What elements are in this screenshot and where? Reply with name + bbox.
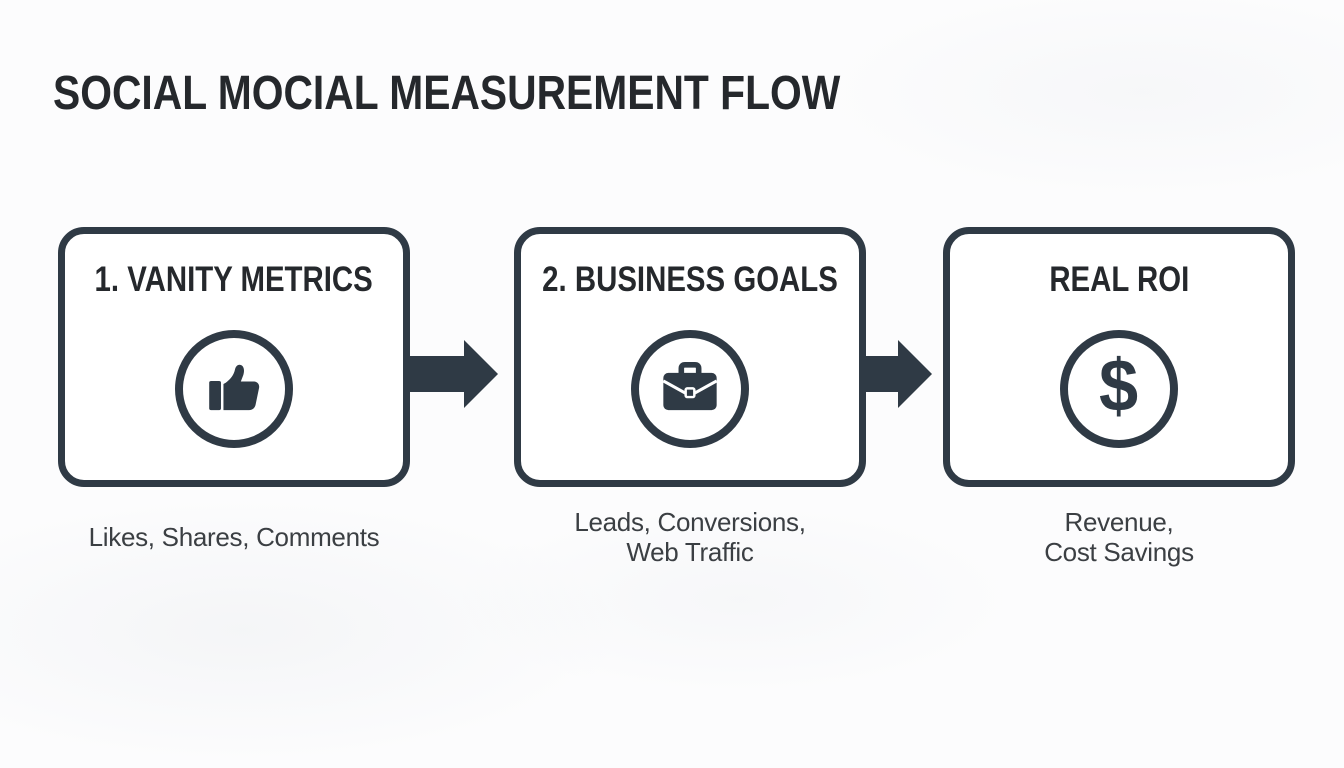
step-caption: Revenue, Cost Savings (943, 502, 1295, 572)
step-title: 2. BUSINESS GOALS (542, 260, 838, 299)
arrow-head (898, 340, 932, 408)
arrow-shaft (866, 356, 898, 392)
caption-line: Web Traffic (626, 537, 754, 567)
step-caption: Likes, Shares, Comments (58, 502, 410, 572)
arrow-right-icon (866, 340, 932, 408)
step-caption: Leads, Conversions, Web Traffic (514, 502, 866, 572)
caption-line: Revenue, (1064, 507, 1174, 537)
step-title: 1. VANITY METRICS (94, 260, 374, 299)
step-card-business-goals: 2. BUSINESS GOALS (514, 227, 866, 487)
caption-line: Leads, Conversions, (574, 507, 806, 537)
icon-circle: $ (1060, 330, 1178, 448)
arrow-right-icon (410, 340, 498, 408)
step-title: REAL ROI (1049, 260, 1189, 299)
dollar-sign-icon: $ (1099, 344, 1139, 427)
icon-circle (175, 330, 293, 448)
arrow-head (464, 340, 498, 408)
briefcase-icon (659, 358, 721, 420)
icon-circle (631, 330, 749, 448)
step-card-real-roi: REAL ROI $ (943, 227, 1295, 487)
thumbs-up-icon (203, 358, 265, 420)
step-card-vanity-metrics: 1. VANITY METRICS (58, 227, 410, 487)
caption-line: Likes, Shares, Comments (88, 522, 380, 552)
page-title: SOCIAL MOCIAL MEASUREMENT FLOW (53, 67, 841, 120)
caption-line: Cost Savings (1044, 537, 1194, 567)
arrow-shaft (410, 356, 464, 392)
